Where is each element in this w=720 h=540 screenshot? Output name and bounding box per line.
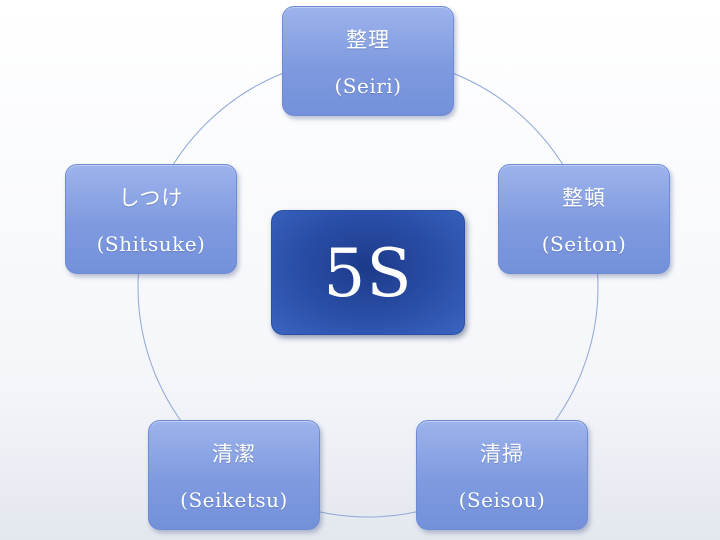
node-seiton-en: (Seiton) <box>541 232 627 256</box>
center-5s-box: 5S <box>271 210 465 335</box>
node-seisou-jp: 清掃 <box>480 442 524 466</box>
node-shitsuke-jp: しつけ <box>118 186 184 210</box>
node-seisou-en: (Seisou) <box>458 488 546 512</box>
node-seiton-jp: 整頓 <box>562 186 606 210</box>
node-seiketsu-jp: 清潔 <box>212 442 256 466</box>
node-seiri: 整理 (Seiri) <box>282 6 454 116</box>
node-seiketsu: 清潔 (Seiketsu) <box>148 420 320 530</box>
node-shitsuke: しつけ (Shitsuke) <box>65 164 237 274</box>
node-seisou: 清掃 (Seisou) <box>416 420 588 530</box>
node-seiri-en: (Seiri) <box>334 74 402 98</box>
node-seiton: 整頓 (Seiton) <box>498 164 670 274</box>
node-seiketsu-en: (Seiketsu) <box>180 488 288 512</box>
node-seiri-jp: 整理 <box>346 28 390 52</box>
center-5s-label: 5S <box>323 235 413 312</box>
node-shitsuke-en: (Shitsuke) <box>96 232 206 256</box>
